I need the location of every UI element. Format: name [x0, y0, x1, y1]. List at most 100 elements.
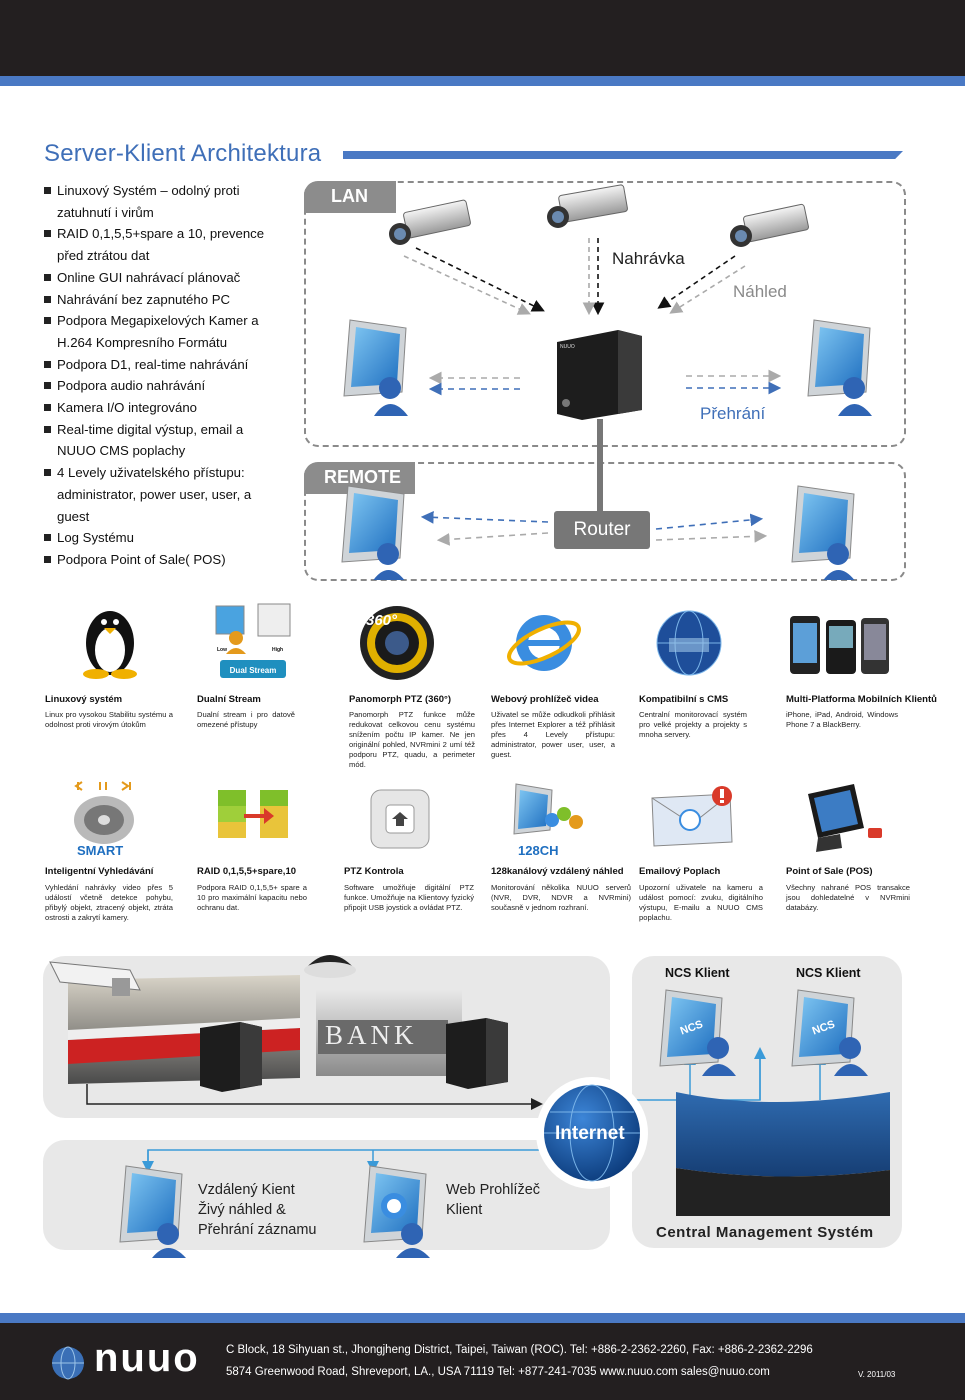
feature-desc: Monitorování několika NUUO serverů (NVR,… [491, 883, 631, 912]
feature-desc: Software umožňuje digitální PTZ funkce. … [344, 883, 474, 912]
ptz-joystick-icon [370, 789, 430, 849]
feature-icons-row-1 [83, 603, 889, 680]
footer [0, 1313, 965, 1400]
feature-icons-row-2 [74, 781, 882, 852]
nvr-brand-text: NUUO [560, 344, 575, 350]
feature-item: Podpora audio nahrávání [44, 375, 284, 397]
internet-label: Internet [555, 1123, 625, 1144]
ncs-client-pc-icon [791, 989, 868, 1076]
ie-browser-icon [507, 615, 581, 671]
feature-title: Inteligentní Vyhledávání [45, 866, 154, 877]
feature-title: Linuxový systém [45, 694, 123, 705]
client-pc-icon [791, 485, 855, 580]
feature-item: Real-time digital výstup, email a NUUO C… [44, 419, 284, 462]
nuuo-logo: nuuo [94, 1336, 200, 1380]
network-diagram [341, 184, 872, 580]
nvr-server-icon [557, 330, 642, 420]
feature-item: Podpora D1, real-time nahrávání [44, 354, 284, 376]
ncs-client-label: NCS Klient [665, 966, 730, 980]
feature-list: Linuxový Systém – odolný proti zatuhnutí… [44, 180, 284, 571]
remote-client-pc-icon [119, 1165, 186, 1258]
feature-title: RAID 0,1,5,5+spare,10 [197, 866, 297, 877]
email-alarm-icon [651, 786, 733, 847]
128ch-monitor-icon [513, 783, 583, 835]
feature-item: Log Systému [44, 527, 284, 549]
playback-label: Přehrání [700, 404, 766, 423]
cms-label: Central Management Systém [656, 1224, 874, 1241]
mobile-phones-icon [790, 616, 889, 674]
feature-item: 4 Levely uživatelského přístupu: adminis… [44, 462, 284, 527]
feature-item: Nahrávání bez zapnutého PC [44, 289, 284, 311]
lan-tag: LAN [304, 181, 396, 213]
high-label: High [272, 647, 284, 653]
ncs-client-pc-icon [659, 989, 736, 1076]
raid-disks-icon [218, 790, 288, 838]
linux-penguin-icon [83, 611, 137, 679]
feature-desc: Podpora RAID 0,1,5,5+ spare a 10 pro max… [197, 883, 307, 912]
box-camera-icon [49, 961, 141, 996]
ptz-360-icon [360, 606, 434, 680]
feature-item: Online GUI nahrávací plánovač [44, 267, 284, 289]
feature-title: Dualní Stream [197, 694, 261, 705]
bullet-icon [44, 555, 51, 563]
dual-stream-icon [215, 603, 291, 678]
bullet-icon [44, 404, 51, 412]
dual-stream-badge: Dual Stream [229, 666, 277, 675]
ip-camera-icon [730, 203, 809, 247]
footer-address-usa: 5874 Greenwood Road, Shreveport, LA., US… [226, 1366, 770, 1378]
client-pc-icon [807, 319, 872, 416]
top-accent-stripe [0, 76, 965, 86]
bullet-icon [44, 534, 51, 542]
bullet-icon [44, 187, 51, 194]
bank-photo [316, 990, 462, 1076]
lan-zone [304, 181, 906, 447]
remote-client-label: Vzdálený Kient Živý náhled & Přehrání zá… [198, 1182, 317, 1238]
ip-camera-icon [547, 184, 628, 228]
dome-camera-icon [304, 955, 356, 978]
bullet-icon [44, 469, 51, 477]
128ch-badge: 128CH [518, 843, 559, 858]
train-station-photo [68, 975, 300, 1084]
feature-title: Kompatibilní s CMS [639, 694, 729, 705]
low-label: Low [217, 647, 227, 653]
feature-desc: Linux pro vysokou Stabilitu systému a od… [45, 710, 173, 729]
feature-desc: Upozorní uživatele na kameru a událost p… [639, 883, 763, 922]
feature-item: Linuxový Systém – odolný proti zatuhnutí… [44, 180, 284, 223]
feature-desc: Panomorph PTZ funkce může redukovat celk… [349, 710, 475, 769]
feature-title: Webový prohlížeč videa [491, 694, 599, 705]
web-client-pc-icon [363, 1165, 430, 1258]
client-pc-icon [341, 485, 405, 580]
feature-desc: Dualní stream i pro datově omezené příst… [197, 710, 295, 729]
cms-globe-icon [656, 610, 722, 676]
feature-item: RAID 0,1,5,5+spare a 10, prevence před z… [44, 223, 284, 266]
feature-item: Podpora Point of Sale( POS) [44, 549, 284, 571]
top-banner [0, 0, 965, 76]
version-label: V. 2011/03 [858, 1370, 896, 1379]
feature-desc: Všechny nahrané POS transakce jsou dohle… [786, 883, 910, 912]
smart-search-reel-icon [74, 781, 134, 844]
smart-badge: SMART [77, 843, 124, 858]
client-pc-icon [343, 319, 408, 416]
feature-title: PTZ Kontrola [344, 866, 404, 877]
feature-title: 128kanálový vzdálený náhled [491, 866, 624, 877]
ip-camera-icon [389, 199, 471, 245]
feature-title: Panomorph PTZ (360°) [349, 694, 451, 705]
page-title: Server-Klient Architektura [44, 140, 322, 167]
nvr-server-icon [446, 1018, 508, 1089]
footer-accent-stripe [0, 1313, 965, 1323]
feature-desc: Uživatel se může odkudkoli přihlásit pře… [491, 710, 615, 759]
ptz-360-badge: 360° [366, 612, 398, 629]
bullet-icon [44, 317, 51, 325]
feature-title: Emailový Poplach [639, 866, 721, 877]
feature-title: Multi-Platforma Mobilních Klientů [786, 694, 937, 705]
feature-title: Point of Sale (POS) [786, 866, 873, 877]
bullet-icon [44, 360, 51, 368]
feature-desc: iPhone, iPad, Android, Windows Phone 7 a… [786, 710, 898, 729]
feature-item: Podpora Megapixelových Kamer a H.264 Kom… [44, 310, 284, 353]
nuuo-logo-globe-icon [52, 1346, 84, 1380]
feature-item: Kamera I/O integrováno [44, 397, 284, 419]
router-box: Router [554, 511, 650, 549]
bullet-icon [44, 382, 51, 390]
ncs-client-label: NCS Klient [796, 966, 861, 980]
web-client-label: Web Prohlížeč Klient [446, 1182, 541, 1218]
